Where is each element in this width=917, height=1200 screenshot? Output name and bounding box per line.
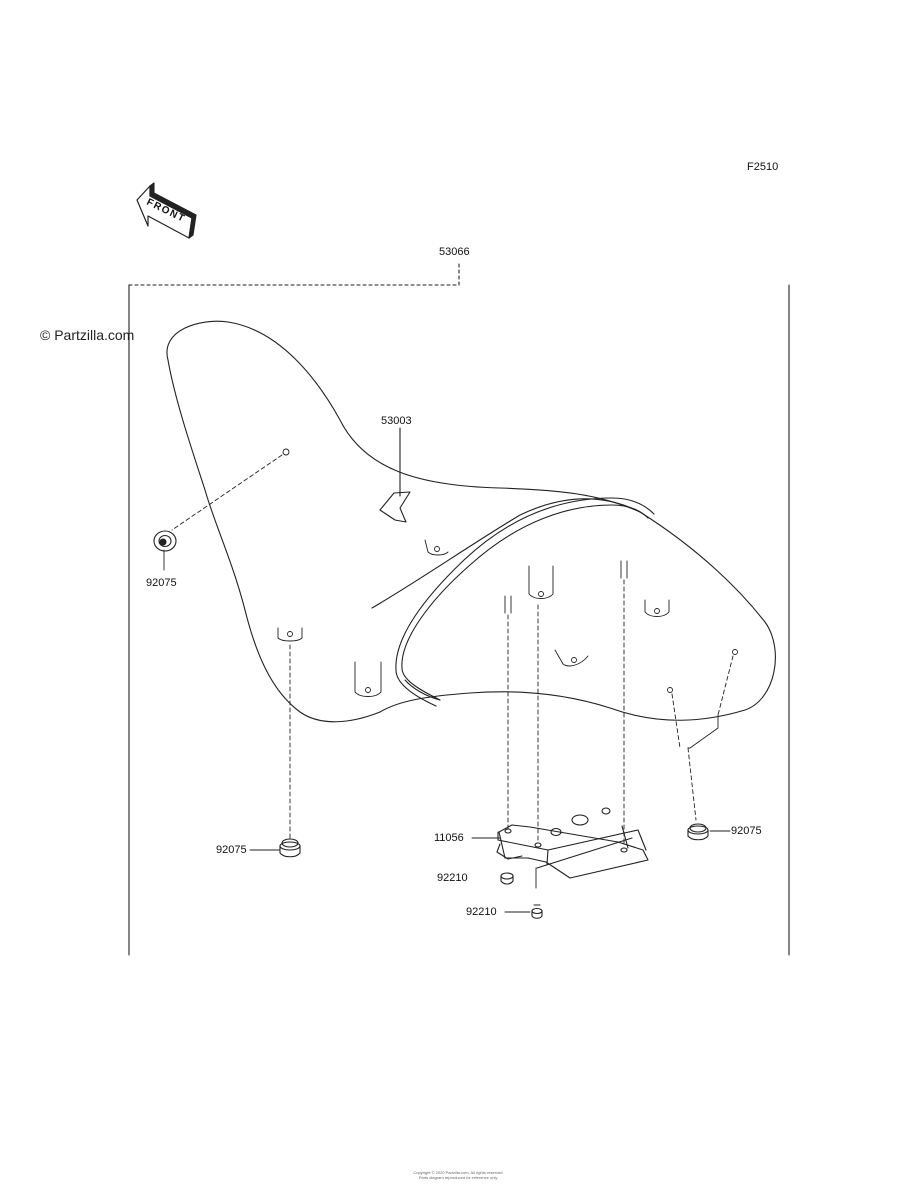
callout-lines bbox=[163, 549, 731, 913]
mounting-tabs bbox=[277, 448, 738, 697]
label-92075-right: 92075 bbox=[731, 825, 762, 837]
label-92075-upper-left: 92075 bbox=[146, 577, 177, 589]
damper-right bbox=[687, 823, 709, 841]
front-arrow-icon: FRONT bbox=[136, 182, 197, 239]
bracket-11056 bbox=[496, 807, 649, 879]
figure-code: F2510 bbox=[747, 161, 779, 173]
footer-line-2: Parts diagram reproduced for reference o… bbox=[418, 1175, 499, 1180]
nut-lower bbox=[531, 904, 543, 919]
assembly-boundary bbox=[128, 261, 790, 956]
label-11056: 11056 bbox=[434, 832, 464, 844]
label-92210-upper: 92210 bbox=[437, 872, 468, 884]
label-53066: 53066 bbox=[439, 246, 470, 258]
label-92210-lower: 92210 bbox=[466, 906, 497, 918]
nut-upper bbox=[500, 872, 514, 885]
assembly-lines bbox=[171, 454, 734, 846]
inner-part-53003 bbox=[379, 427, 411, 523]
footer-line-1: Copyright © 2020 Partzilla.com, All righ… bbox=[413, 1170, 504, 1175]
watermark: © Partzilla.com bbox=[40, 327, 135, 343]
damper-upper-left bbox=[153, 530, 177, 552]
label-92075-lower-left: 92075 bbox=[216, 844, 247, 856]
seat-body bbox=[166, 320, 776, 723]
damper-lower-left bbox=[279, 838, 301, 858]
label-53003: 53003 bbox=[381, 415, 412, 427]
